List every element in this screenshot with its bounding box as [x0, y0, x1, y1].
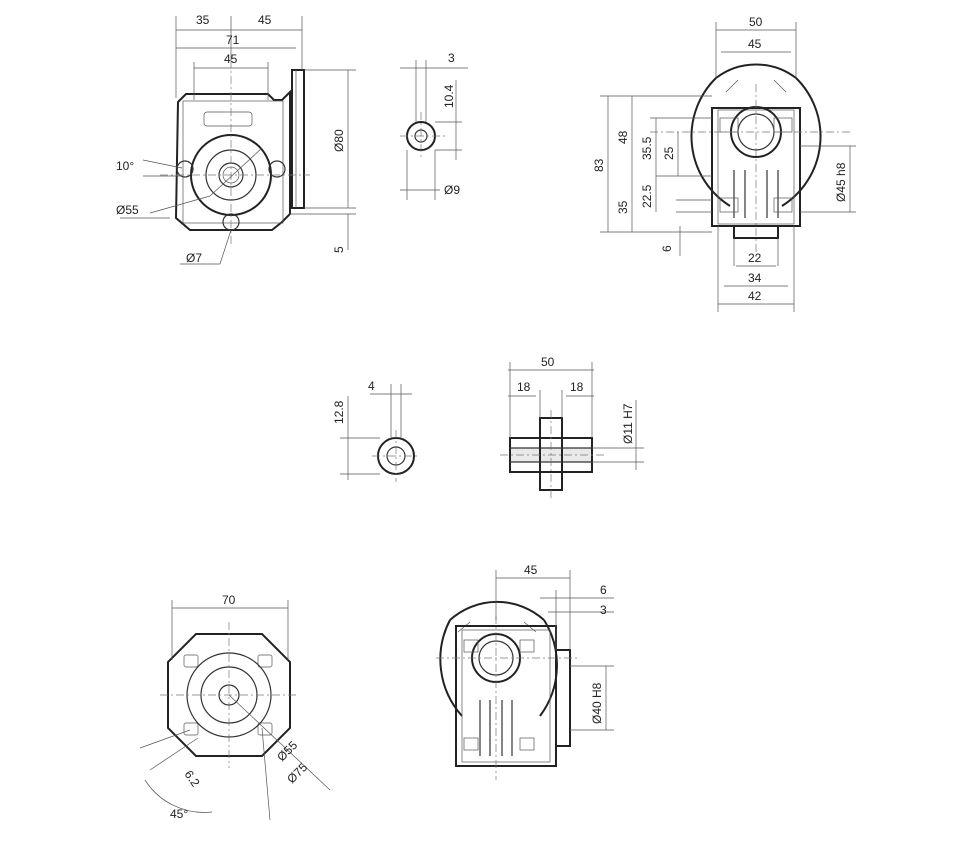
- dim-18-left: 18: [517, 380, 531, 394]
- dim-45: 45: [258, 13, 272, 27]
- dim-3: 3: [448, 51, 455, 65]
- dim-dia-9: Ø9: [444, 183, 460, 197]
- dim-dia-80: Ø80: [332, 129, 346, 152]
- dim-50: 50: [749, 15, 763, 29]
- dim-45-inner: 45: [224, 52, 238, 66]
- flange-front-view: 70 Ø55 Ø75 6.2 45°: [139, 593, 331, 821]
- dim-42: 42: [748, 289, 762, 303]
- dim-45: 45: [748, 37, 762, 51]
- dim-34: 34: [748, 271, 762, 285]
- output-shaft-view: 4 12.8: [332, 379, 420, 482]
- dim-50: 50: [541, 355, 555, 369]
- dim-10-4: 10.4: [442, 84, 456, 108]
- hollow-shaft-view: 50 18 18 Ø11 H7: [500, 355, 644, 498]
- dim-6-2: 6.2: [182, 768, 203, 790]
- front-view: 35 45 71 45 10° Ø55 Ø7 Ø80 5: [116, 13, 356, 265]
- dim-22: 22: [748, 251, 762, 265]
- dim-dia-55: Ø55: [274, 738, 300, 764]
- dim-18-right: 18: [570, 380, 584, 394]
- dim-5: 5: [332, 246, 346, 253]
- dim-35-5: 35.5: [640, 136, 654, 160]
- dim-71: 71: [226, 33, 240, 47]
- dim-35: 35: [196, 13, 210, 27]
- dim-70: 70: [222, 593, 236, 607]
- dim-6: 6: [660, 245, 674, 252]
- dim-4: 4: [368, 379, 375, 393]
- dim-10-deg: 10°: [116, 159, 134, 173]
- dim-12-8: 12.8: [332, 400, 346, 424]
- dim-dia-75: Ø75: [284, 760, 310, 786]
- flange-side-view: 45 6 3 Ø40 H8: [436, 563, 614, 780]
- dim-dia-55: Ø55: [116, 203, 139, 217]
- side-view: 50 45 83 48 35.5 25 22.5 35 6 22 34 42 Ø…: [592, 15, 856, 312]
- dim-45-deg: 45°: [170, 807, 188, 821]
- dim-dia-7: Ø7: [186, 251, 202, 265]
- input-shaft-view: 3 10.4 Ø9: [400, 51, 468, 200]
- dim-dia-40-h8: Ø40 H8: [590, 682, 604, 724]
- dim-dia-45-h8: Ø45 h8: [834, 162, 848, 202]
- dim-25: 25: [662, 146, 676, 160]
- dim-83: 83: [592, 158, 606, 172]
- dim-48: 48: [616, 130, 630, 144]
- dim-45: 45: [524, 563, 538, 577]
- dim-dia-11-h7: Ø11 H7: [621, 403, 635, 444]
- dim-6: 6: [600, 583, 607, 597]
- dim-35-lower: 35: [616, 200, 630, 214]
- dim-3: 3: [600, 603, 607, 617]
- dim-22-5: 22.5: [640, 184, 654, 208]
